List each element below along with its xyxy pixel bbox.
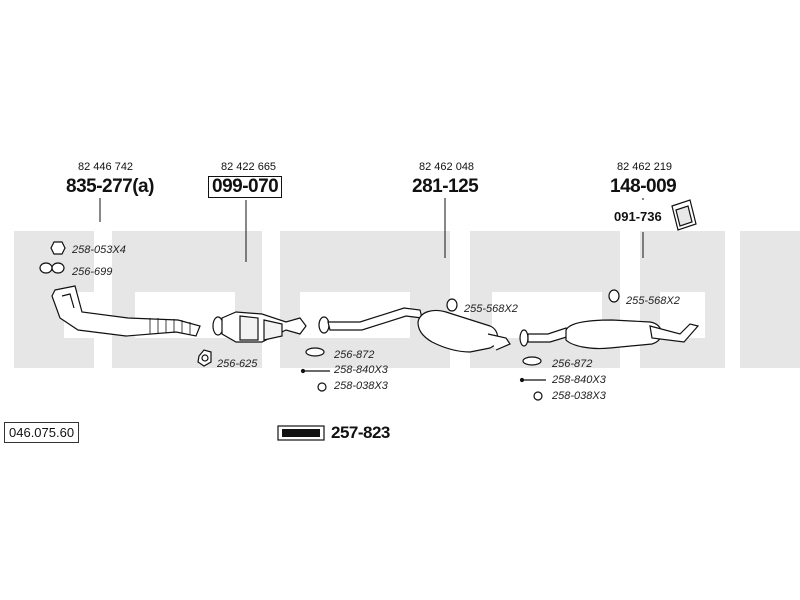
ref-4-4: 258-038X3	[552, 390, 606, 402]
front-pipe-drawing	[39, 241, 201, 337]
ref-3-3: 258-840X3	[334, 364, 388, 376]
part-number-4[interactable]: 148-009	[610, 176, 677, 197]
ref-3-2: 256-872	[334, 349, 375, 361]
ref-3-1: 255-568X2	[464, 303, 518, 315]
ref-4-3: 258-840X3	[552, 374, 606, 386]
part-number-1[interactable]: 835-277(a)	[66, 176, 154, 197]
middle-silencer-drawing	[300, 298, 511, 392]
ref-3-4: 258-038X3	[334, 380, 388, 392]
part-number-3[interactable]: 281-125	[412, 176, 479, 197]
ref-1-2: 256-699	[72, 266, 113, 278]
ref-4-1: 255-568X2	[626, 295, 680, 307]
catalyst-drawing	[197, 311, 307, 367]
oe-number-1: 82 446 742	[78, 161, 134, 173]
oe-number-3: 82 462 048	[419, 161, 475, 173]
ref-1-1: 258-053X4	[72, 244, 126, 256]
extra-part-number-4[interactable]: 091-736	[614, 209, 662, 224]
ref-4-2: 256-872	[552, 358, 593, 370]
ref-2-1: 256-625	[217, 358, 258, 370]
rear-silencer-drawing	[519, 199, 700, 401]
oe-number-2: 82 422 665	[221, 161, 277, 173]
diagram-number: 046.075.60	[4, 422, 80, 443]
part-number-2[interactable]: 099-070	[208, 176, 283, 198]
mounting-kit-number[interactable]: 257-823	[331, 423, 390, 442]
mounting-kit-box	[277, 425, 325, 441]
oe-number-4: 82 462 219	[617, 161, 673, 173]
leader-lines	[99, 198, 644, 262]
